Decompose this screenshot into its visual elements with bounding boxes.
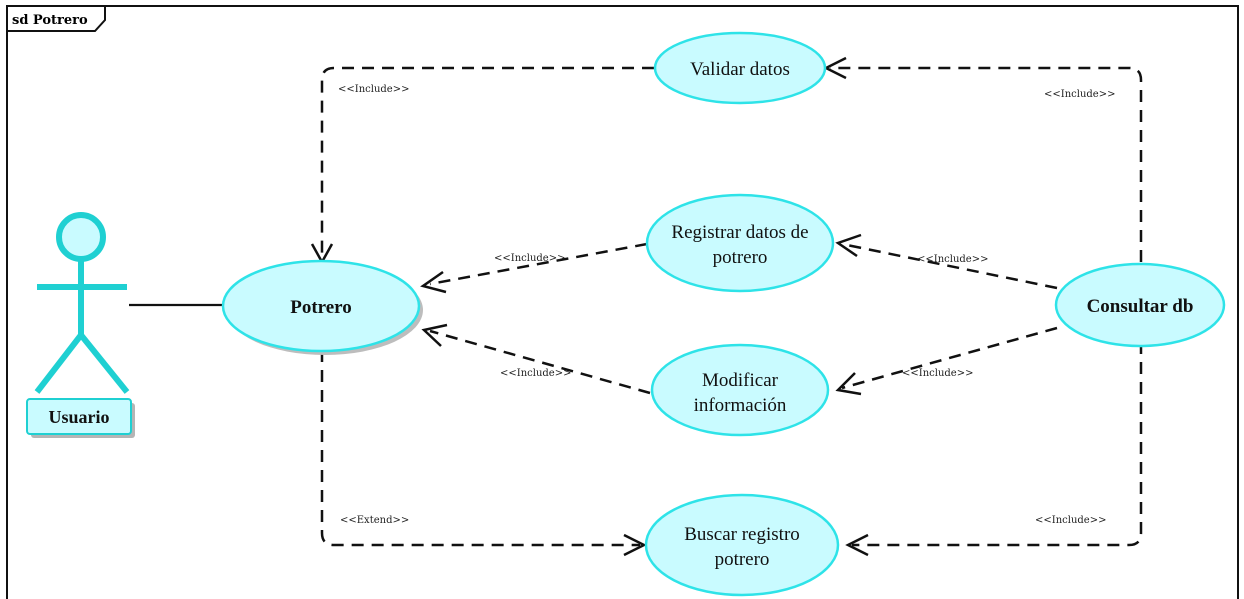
use-case-registrar-datos[interactable]: Registrar datos de potrero xyxy=(645,193,835,293)
use-case-shape xyxy=(645,193,835,293)
use-case-label-line-2: información xyxy=(694,395,787,416)
use-case-potrero[interactable]: Potrero xyxy=(221,259,423,355)
use-case-modificar-informacion[interactable]: Modificar información xyxy=(650,343,830,437)
use-case-label-line-1: Registrar datos de xyxy=(671,222,808,243)
use-case-consultar-db[interactable]: Consultar db xyxy=(1054,262,1226,348)
actor-label-box xyxy=(26,398,132,435)
use-case-label: Consultar db xyxy=(1087,296,1194,317)
connector-consultar-modificar xyxy=(841,326,1058,390)
use-case-shape xyxy=(650,343,830,437)
use-case-validar-datos[interactable]: Validar datos xyxy=(653,31,827,105)
use-case-label-line-2: potrero xyxy=(715,549,770,570)
use-case-label: Validar datos xyxy=(690,59,790,80)
stereotype-registrar-potrero: <<Include>> xyxy=(494,253,565,264)
use-case-label-line-1: Buscar registro xyxy=(684,524,800,545)
actor-leg-right xyxy=(78,333,130,394)
arrowhead-potrero-modificar xyxy=(421,323,448,347)
use-case-label-line-2: potrero xyxy=(713,247,768,268)
stereotype-consultar-validar: <<Include>> xyxy=(1044,89,1115,100)
arrowhead-registrar xyxy=(835,233,862,258)
use-case-shape xyxy=(1054,262,1226,348)
arrowhead-buscar-right xyxy=(845,533,869,557)
use-case-buscar-registro[interactable]: Buscar registro potrero xyxy=(644,493,840,597)
actor-leg-left xyxy=(34,333,84,394)
frame-title: sd Potrero xyxy=(12,13,88,28)
use-case-label: Potrero xyxy=(290,297,352,318)
use-case-shape xyxy=(644,493,840,597)
use-case-shape xyxy=(653,31,827,105)
stereotype-consultar-modificar: <<Include>> xyxy=(902,368,973,379)
stereotype-consultar-buscar: <<Include>> xyxy=(1035,515,1106,526)
diagram-frame xyxy=(6,5,1239,599)
actor-head xyxy=(56,212,106,262)
use-case-shape xyxy=(221,259,421,353)
connector-validar-potrero xyxy=(320,66,654,256)
connector-modificar-potrero xyxy=(429,329,651,395)
stereotype-validar-potrero: <<Include>> xyxy=(338,84,409,95)
connector-consultar-registrar xyxy=(841,242,1058,290)
actor-usuario[interactable]: Usuario xyxy=(26,212,135,438)
use-case-label-line-1: Modificar xyxy=(702,370,779,391)
frame-title-tab xyxy=(6,5,106,32)
arrowhead-potrero-registrar xyxy=(420,270,447,294)
connector-consultar-buscar xyxy=(852,342,1143,547)
stereotype-potrero-buscar: <<Extend>> xyxy=(340,515,409,526)
stereotype-consultar-registrar: <<Include>> xyxy=(917,254,988,265)
stereotype-modificar-potrero: <<Include>> xyxy=(500,368,571,379)
connector-consultar-validar xyxy=(830,66,1143,262)
arrowhead-modificar xyxy=(835,372,862,396)
actor-name: Usuario xyxy=(48,407,109,427)
connector-registrar-potrero xyxy=(429,242,648,286)
arrowhead-buscar-left xyxy=(623,533,647,557)
connector-potrero-buscar xyxy=(320,350,640,547)
